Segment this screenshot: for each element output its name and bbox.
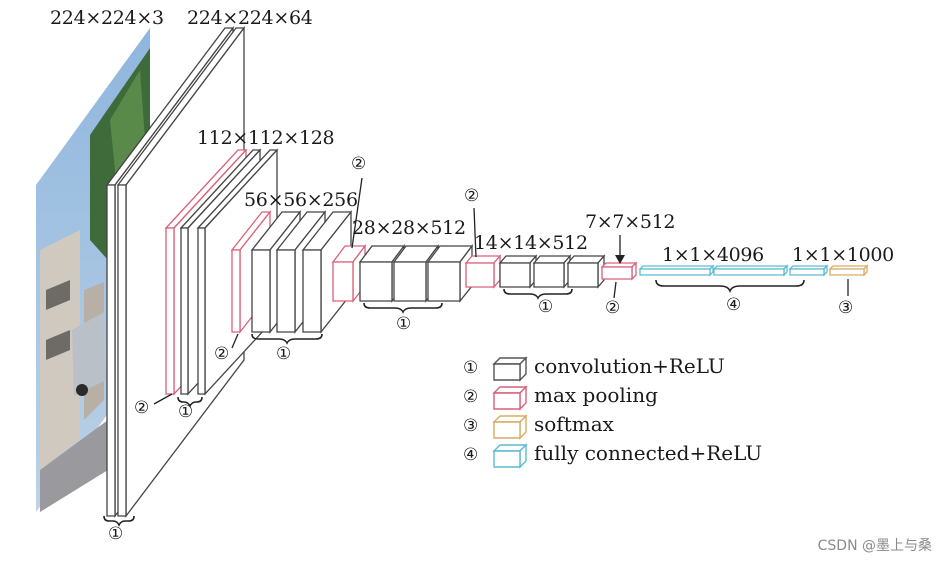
brace-conv1 [103, 515, 135, 527]
brace-conv4 [363, 302, 443, 314]
pointer-lines [153, 177, 849, 405]
cyan-cube-icon [492, 443, 528, 469]
mark-fc: ④ [726, 295, 742, 315]
mark-conv5: ① [538, 297, 554, 317]
conv1-dim-label: 224×224×64 [187, 7, 313, 29]
group-braces [103, 279, 805, 527]
legend-num-softmax: ③ [463, 416, 479, 436]
mark-conv1: ① [108, 524, 124, 544]
legend-label-conv: convolution+ReLU [534, 354, 725, 378]
pointer-pool1 [153, 393, 173, 405]
conv5-layers [464, 254, 606, 289]
conv3-layers [230, 210, 353, 334]
conv3-dim-label: 56×56×256 [244, 189, 358, 211]
mark-pool3: ② [351, 154, 367, 174]
mark-conv4: ① [396, 314, 412, 334]
pointer-pool5 [613, 281, 617, 299]
softmax-layer [828, 264, 869, 277]
pointer-pool4 [473, 207, 477, 258]
conv4-layers [331, 244, 474, 303]
arrowhead-pool5 [615, 255, 625, 264]
legend-label-pool: max pooling [534, 383, 658, 407]
legend-num-pool: ② [463, 387, 479, 407]
mark-pool2: ② [214, 344, 230, 364]
legend-label-softmax: softmax [534, 412, 614, 436]
legend-icons [492, 356, 528, 469]
pool5-dim-label: 7×7×512 [585, 211, 676, 233]
conv2-dim-label: 112×112×128 [197, 127, 335, 149]
input-image [36, 28, 150, 512]
conv4-dim-label: 28×28×512 [352, 217, 466, 239]
pool5-layer [600, 261, 638, 281]
mark-pool1: ② [134, 398, 150, 418]
mark-pool4: ② [464, 186, 480, 206]
conv5-dim-label: 14×14×512 [474, 232, 588, 254]
legend-num-conv: ① [463, 358, 479, 378]
pointer-pool3 [351, 177, 363, 249]
fc-layers [638, 264, 829, 277]
red-cube-icon [492, 385, 528, 411]
brace-fc [655, 279, 805, 294]
mark-pool5: ② [605, 298, 621, 318]
brace-conv5 [503, 288, 573, 300]
input-dim-label: 224×224×3 [50, 7, 164, 29]
orange-cube-icon [492, 414, 528, 440]
brace-conv3 [251, 333, 323, 345]
legend-label-fc: fully connected+ReLU [534, 441, 763, 465]
output-dim-label: 1×1×1000 [792, 244, 894, 266]
mark-conv2: ① [178, 402, 194, 422]
mark-softmax: ③ [838, 298, 854, 318]
mark-conv3: ① [276, 344, 292, 364]
pointer-pool2 [231, 333, 239, 349]
legend-num-fc: ④ [463, 445, 479, 465]
fc-dim-label: 1×1×4096 [662, 244, 764, 266]
brace-conv2 [177, 396, 203, 408]
white-cube-icon [492, 356, 528, 382]
watermark: CSDN @墨上与桑 [817, 538, 932, 554]
